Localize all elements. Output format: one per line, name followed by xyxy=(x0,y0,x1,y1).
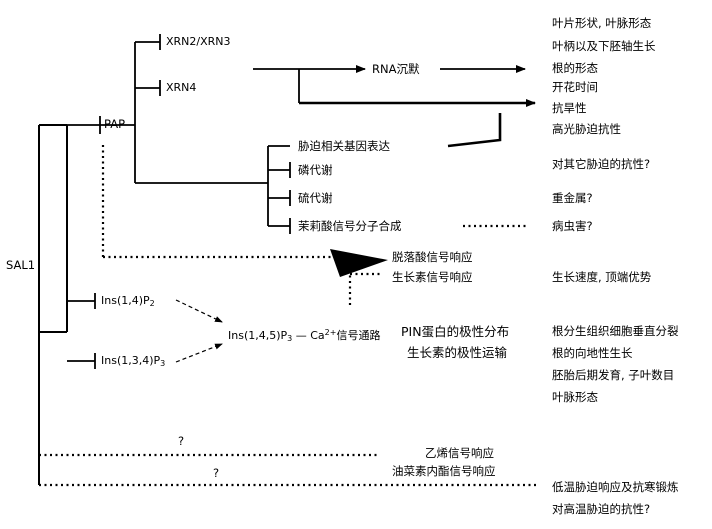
outcome-root-meristem: 根分生组织细胞垂直分裂 xyxy=(552,324,679,338)
pin-polarity-label: PIN蛋白的极性分布 xyxy=(401,324,510,339)
outcome-heat: 对高温胁迫的抗性? xyxy=(552,502,651,516)
auxin-transport-label: 生长素的极性运输 xyxy=(407,345,508,360)
outcome-cold: 低温胁迫响应及抗寒锻炼 xyxy=(552,480,679,494)
outcome-petiole: 叶柄以及下胚轴生长 xyxy=(552,39,656,53)
ins134p3-label: Ins(1,3,4)P3 xyxy=(101,354,166,368)
ethylene-label: 乙烯信号响应 xyxy=(425,446,494,460)
outcome-leaf-shape: 叶片形状, 叶脉形态 xyxy=(552,16,652,30)
ja-synthesis-label: 茉莉酸信号分子合成 xyxy=(298,219,402,233)
xrn4-label: XRN4 xyxy=(166,81,197,94)
outcome-drought: 抗旱性 xyxy=(552,101,587,115)
sulfur-metab-label: 硫代谢 xyxy=(298,191,333,205)
outcome-embryo: 胚胎后期发育, 子叶数目 xyxy=(552,368,675,382)
aba-signal-label: 脱落酸信号响应 xyxy=(392,250,473,264)
outcome-other-stress: 对其它胁迫的抗性? xyxy=(552,157,651,171)
stress-branches xyxy=(267,113,502,234)
rna-arrows xyxy=(253,65,536,107)
pap-label: PAP xyxy=(104,117,126,131)
stress-genes-label: 胁迫相关基因表达 xyxy=(298,139,390,153)
outcome-flowering: 开花时间 xyxy=(552,80,598,94)
outcome-gravitropism: 根的向地性生长 xyxy=(552,346,633,360)
outcome-vein: 叶脉形态 xyxy=(552,390,598,404)
auxin-signal-label: 生长素信号响应 xyxy=(392,270,473,284)
dotted-links xyxy=(39,145,538,487)
sulfation-label: 磷代谢 xyxy=(298,163,333,177)
outcome-growth-rate: 生长速度, 顶端优势 xyxy=(552,270,652,284)
question-mark-2: ? xyxy=(213,466,220,480)
ins-branches xyxy=(67,293,96,369)
outcome-root-form: 根的形态 xyxy=(552,61,598,75)
question-mark-1: ? xyxy=(178,434,185,448)
aba-arrowhead xyxy=(330,249,388,277)
rna-silencing-label: RNA沉默 xyxy=(372,62,420,76)
brassinolide-label: 油菜素内酯信号响应 xyxy=(392,464,496,478)
outcome-high-light: 高光胁迫抗性 xyxy=(552,122,621,136)
outcome-pests: 病虫害? xyxy=(552,219,593,233)
xrn23-label: XRN2/XRN3 xyxy=(166,35,231,48)
ins145p3-label: Ins(1,4,5)P3 — Ca2+信号通路 xyxy=(228,328,381,343)
outcome-heavy-metal: 重金属? xyxy=(552,191,593,205)
xrn-branches xyxy=(135,34,161,96)
ins14p2-label: Ins(1,4)P2 xyxy=(101,294,155,308)
pap-branch xyxy=(67,42,268,184)
sal1-trunk xyxy=(38,124,68,485)
sal1-label: SAL1 xyxy=(6,258,36,272)
ins-dashed-arrows xyxy=(175,299,223,363)
